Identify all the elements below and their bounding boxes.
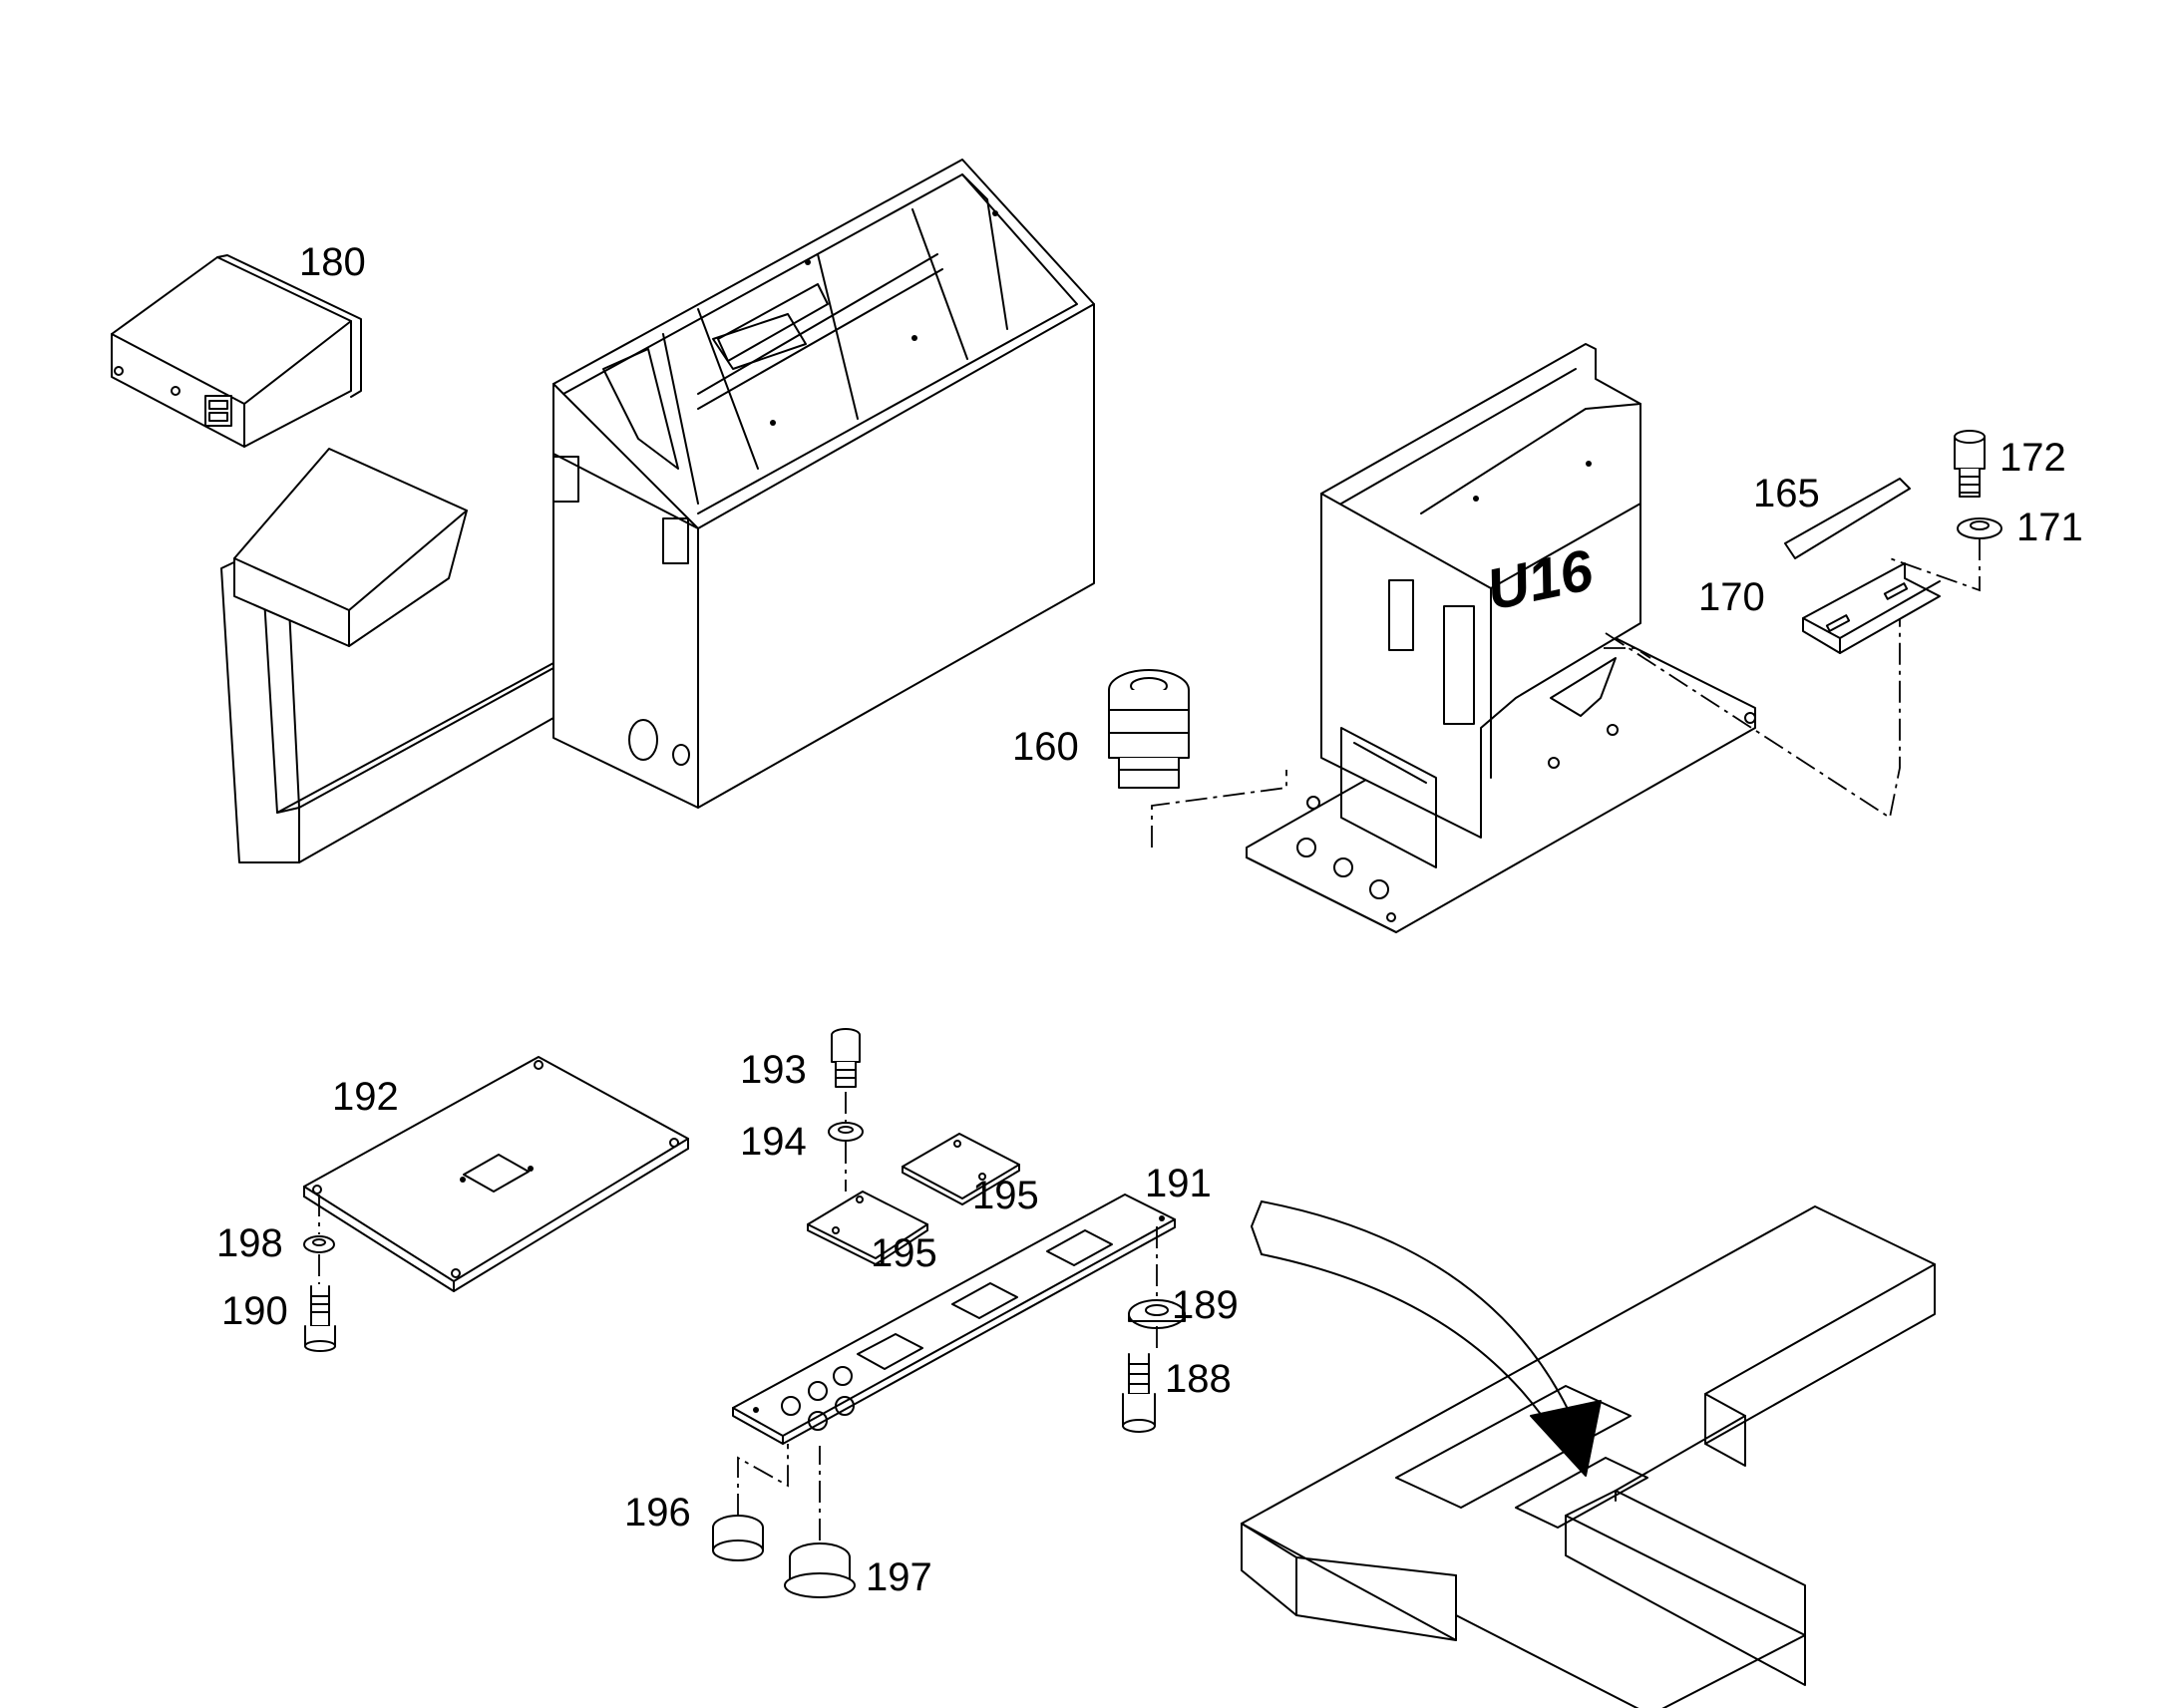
callout-196: 196 [624, 1491, 691, 1535]
callout-194: 194 [740, 1120, 807, 1164]
callout-172: 172 [1999, 436, 2066, 480]
callout-195-left: 195 [871, 1231, 937, 1275]
cable-gland [1108, 669, 1190, 789]
plug-197 [784, 1542, 856, 1598]
callout-197: 197 [866, 1555, 932, 1599]
callout-171: 171 [2016, 506, 2083, 549]
cover-plate [303, 1056, 689, 1292]
washer-189 [1128, 1299, 1186, 1329]
assembly-lines-top [1151, 538, 1981, 848]
rod [1784, 478, 1911, 559]
callout-160: 160 [1012, 725, 1079, 769]
screw-188 [1122, 1353, 1156, 1433]
cap-screw [1954, 430, 1986, 498]
connector-strip [732, 1194, 1176, 1445]
washer-194 [828, 1122, 864, 1142]
callout-labels: 180 172 171 165 170 160 193 192 194 195 … [216, 240, 2083, 1599]
callout-180: 180 [299, 240, 366, 284]
callout-165: 165 [1753, 472, 1820, 515]
screw-190 [304, 1285, 336, 1352]
callout-170: 170 [1698, 575, 1765, 619]
callout-190: 190 [221, 1289, 288, 1333]
callout-189: 189 [1172, 1283, 1239, 1327]
washer-171 [1957, 517, 2002, 539]
assembly-lines-bottom [318, 1092, 1158, 1540]
plug-196 [712, 1515, 764, 1561]
blank-cover-195-right [902, 1133, 1020, 1205]
display-module [111, 254, 362, 448]
bracket [1802, 562, 1941, 654]
callout-195-right: 195 [972, 1174, 1039, 1217]
u16-module [1320, 343, 1641, 868]
location-arrow [1251, 1200, 1602, 1477]
screw-193 [831, 1028, 861, 1088]
callout-192: 192 [332, 1075, 399, 1119]
washer-198 [303, 1235, 335, 1253]
callout-188: 188 [1165, 1357, 1232, 1401]
main-housing [552, 159, 1095, 809]
blank-cover-195-left [807, 1191, 928, 1265]
terminal-cover [233, 448, 468, 647]
callout-198: 198 [216, 1221, 283, 1265]
callout-191: 191 [1145, 1162, 1212, 1205]
callout-193: 193 [740, 1048, 807, 1092]
